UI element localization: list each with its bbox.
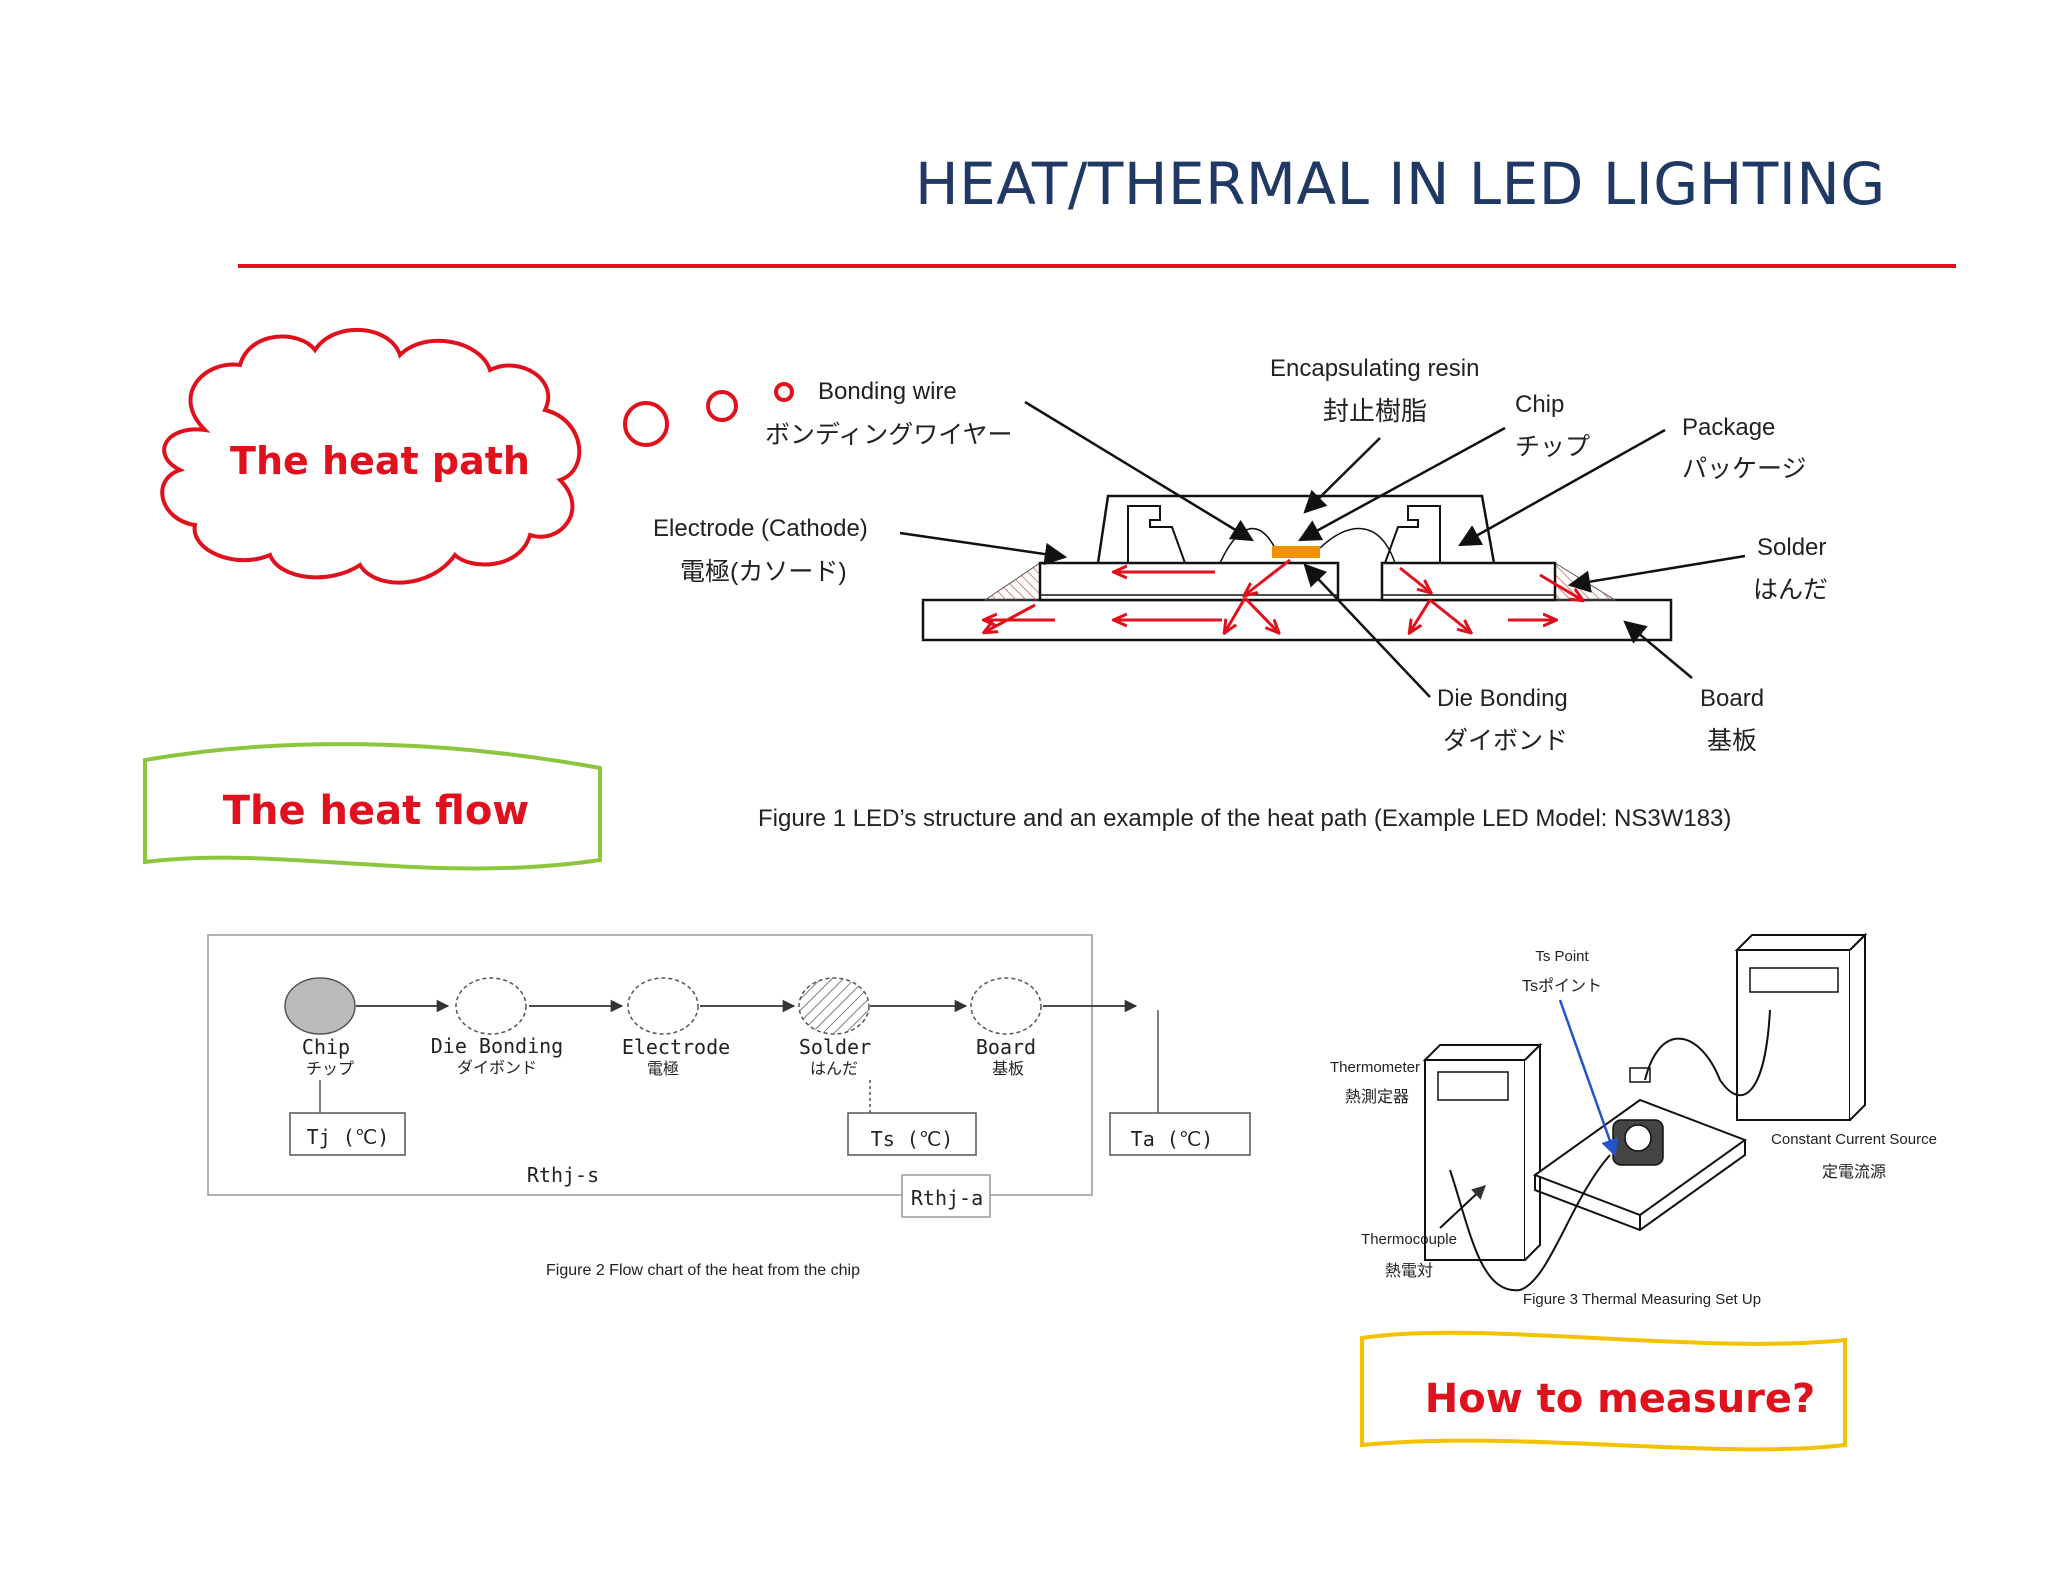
thought-bubble-medium xyxy=(706,390,738,422)
electrode-right xyxy=(1380,561,1557,602)
flow-node-label-jp: 基板 xyxy=(992,1059,1024,1078)
current-source-label-jp: 定電流源 xyxy=(1822,1163,1886,1181)
thermocouple-wire xyxy=(1449,1154,1611,1292)
ts-point-label-en: Ts Point xyxy=(1535,948,1589,965)
solder-left xyxy=(983,562,1041,601)
flow-node-label-en: Electrode xyxy=(622,1035,730,1059)
how-to-measure-banner: How to measure? xyxy=(1360,1330,1847,1452)
flow-node-label-en: Chip xyxy=(302,1035,350,1059)
board-label-jp: 基板 xyxy=(1707,727,1757,755)
figure1-led-structure: Bonding wire ボンディングワイヤー Encapsulating re… xyxy=(653,355,1828,832)
thermometer-label-jp: 熱測定器 xyxy=(1345,1088,1409,1106)
figure3-caption: Figure 3 Thermal Measuring Set Up xyxy=(1523,1291,1761,1308)
flow-node-electrode xyxy=(627,977,699,1035)
flow-node-solder xyxy=(798,977,870,1035)
ta-box xyxy=(1109,1112,1251,1156)
solder-label-en: Solder xyxy=(1757,534,1826,561)
board-label-en: Board xyxy=(1700,685,1764,712)
electrode-left xyxy=(1038,561,1340,602)
encapsulating-label-en: Encapsulating resin xyxy=(1270,355,1479,382)
encapsulating-label-jp: 封止樹脂 xyxy=(1323,396,1427,426)
current-source-device xyxy=(1734,932,1868,1121)
rthja-label: Rthj-a xyxy=(911,1186,983,1210)
thermometer-label-en: Thermometer xyxy=(1330,1059,1420,1076)
flow-node-board xyxy=(970,977,1042,1035)
title-underline xyxy=(238,264,1956,268)
bonding-wire-label-en: Bonding wire xyxy=(818,378,957,405)
thought-bubble-small xyxy=(774,382,794,402)
ta-label: Ta (℃) xyxy=(1131,1127,1214,1151)
slide-title: HEAT/THERMAL IN LED LIGHTING xyxy=(915,150,1886,218)
current-source-label-en: Constant Current Source xyxy=(1771,1131,1937,1148)
tj-box xyxy=(289,1112,406,1156)
flow-frame xyxy=(207,934,1093,1196)
power-cable xyxy=(1644,1009,1771,1097)
thought-bubble-large xyxy=(623,401,669,447)
flow-node-label-jp: チップ xyxy=(306,1059,354,1078)
ts-label: Ts (℃) xyxy=(871,1127,954,1151)
rthja-box xyxy=(901,1174,991,1218)
ts-point-pointer xyxy=(1558,999,1618,1157)
thermocouple-label-en: Thermocouple xyxy=(1361,1231,1457,1248)
die-bonding-label-en: Die Bonding xyxy=(1437,685,1568,712)
electrode-label-en: Electrode (Cathode) xyxy=(653,515,868,542)
bonding-wire-label-jp: ボンディングワイヤー xyxy=(765,421,1013,449)
flow-node-label-jp: 電極 xyxy=(647,1059,679,1078)
flow-node-label-jp: ダイボンド xyxy=(457,1058,537,1077)
heat-path-cloud: The heat path xyxy=(160,328,794,585)
heat-arrows xyxy=(985,558,1582,632)
figure2-flow-chart: Chip チップ Die Bonding ダイボンド Electrode 電極 … xyxy=(207,934,1251,1279)
test-board xyxy=(1532,1067,1748,1232)
tj-label: Tj (℃) xyxy=(307,1125,390,1149)
flow-node-label-en: Board xyxy=(976,1035,1036,1059)
figure1-caption: Figure 1 LED’s structure and an example … xyxy=(758,805,1731,832)
chip-shape xyxy=(1272,546,1320,558)
die-bonding-label-jp: ダイボンド xyxy=(1443,727,1568,755)
how-to-measure-label: How to measure? xyxy=(1425,1376,1816,1422)
solder-label-jp: はんだ xyxy=(1753,576,1828,604)
chip-label-jp: チップ xyxy=(1515,433,1590,461)
package-label-jp: パッケージ xyxy=(1682,455,1807,483)
package-label-en: Package xyxy=(1682,414,1775,441)
electrode-label-jp: 電極(カソード) xyxy=(680,558,847,586)
flow-node-label-jp: はんだ xyxy=(810,1059,858,1078)
thermometer-display xyxy=(1437,1071,1509,1101)
flow-node-die-bonding xyxy=(455,977,527,1035)
flow-node-chip xyxy=(284,977,356,1035)
figure3-measuring-setup: Ts Point Tsポイント Thermometer 熱測定器 Thermoc… xyxy=(1330,932,1937,1308)
heat-flow-label: The heat flow xyxy=(223,788,530,834)
heat-path-label: The heat path xyxy=(230,439,530,483)
ts-box xyxy=(847,1112,977,1156)
rthjs-label: Rthj-s xyxy=(527,1163,599,1187)
current-source-display xyxy=(1749,967,1839,993)
chip-label-en: Chip xyxy=(1515,391,1564,418)
thermometer-device xyxy=(1422,1042,1543,1261)
figure2-caption: Figure 2 Flow chart of the heat from the… xyxy=(546,1262,860,1279)
flow-node-label-en: Solder xyxy=(799,1035,871,1059)
heat-flow-banner: The heat flow xyxy=(143,742,602,871)
flow-node-label-en: Die Bonding xyxy=(431,1034,563,1058)
thermocouple-label-jp: 熱電対 xyxy=(1385,1262,1433,1280)
ts-point-label-jp: Tsポイント xyxy=(1522,977,1602,995)
